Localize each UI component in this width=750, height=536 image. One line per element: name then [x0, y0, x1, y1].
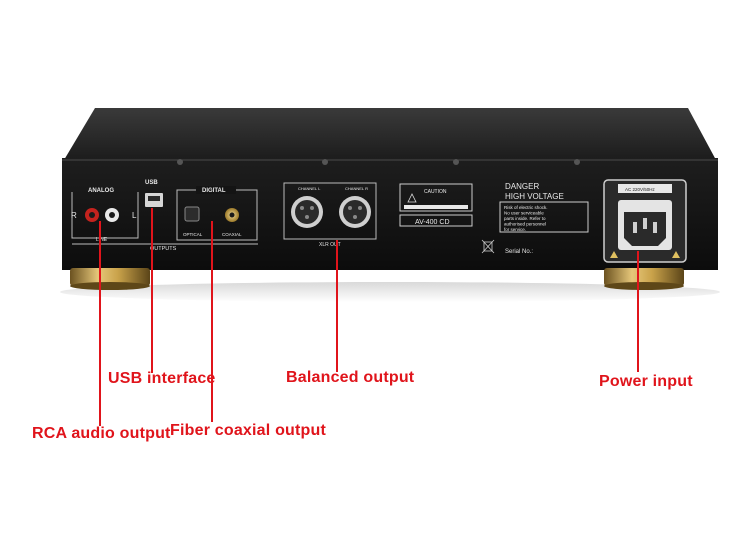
power-input-callout: Power input: [599, 373, 693, 390]
outputs-label: OUTPUTS: [150, 246, 177, 252]
caution-text: CAUTION: [424, 189, 447, 195]
line-label: LINE: [96, 237, 108, 243]
channel-r-label: CHANNEL R: [345, 186, 368, 191]
fiber-coaxial-output-callout: Fiber coaxial output: [170, 422, 327, 439]
power-inlet: AC 220V/50Hz: [603, 179, 687, 263]
warning-line: authorised personnel: [504, 222, 546, 227]
usb-port: USB: [145, 180, 163, 207]
channel-l-label: CHANNEL L: [298, 186, 321, 191]
optical-label: OPTICAL: [183, 232, 203, 237]
coaxial-label: COAXIAL: [222, 232, 242, 237]
power-rating: AC 220V/50Hz: [625, 187, 656, 192]
serial-label: Serial No.:: [505, 249, 533, 255]
digital-title: DIGITAL: [202, 188, 226, 194]
xlr-section: CHANNEL L CHANNEL R XLR OUT: [283, 182, 377, 248]
warning-line: No user serviceable: [504, 211, 544, 216]
weee-icon: [481, 239, 495, 254]
digital-section: DIGITAL OPTICAL COAXIAL: [176, 186, 258, 241]
right-foot: [604, 268, 684, 290]
screw: [574, 159, 580, 165]
xlr-out-label: XLR OUT: [319, 242, 341, 248]
model-label: AV-400 CD: [415, 219, 450, 226]
usb-interface-callout: USB interface: [108, 370, 216, 387]
screw: [177, 159, 183, 165]
usb-label: USB: [145, 180, 158, 186]
warning-line: for service.: [504, 227, 526, 232]
warning-line: parts inside. Refer to: [504, 216, 546, 221]
danger-warning: DANGER HIGH VOLTAGE Risk of electric sho…: [499, 182, 589, 233]
left-foot: [70, 268, 150, 290]
leader-lines: [99, 208, 639, 426]
optical-jack: [184, 206, 200, 222]
floor-shadow: [60, 282, 720, 302]
chassis-top: [64, 108, 716, 160]
caution-label: CAUTION AV-400 CD: [399, 183, 473, 227]
balanced-output-callout: Balanced output: [286, 369, 415, 386]
rca-audio-output-callout: RCA audio output: [32, 425, 171, 442]
screw: [322, 159, 328, 165]
screw: [453, 159, 459, 165]
danger-subtitle: HIGH VOLTAGE: [505, 192, 564, 201]
analog-title: ANALOG: [88, 188, 114, 194]
analog-right-mark: R: [71, 211, 77, 220]
analog-section: ANALOG R L LINE: [71, 188, 139, 243]
analog-left-mark: L: [132, 211, 137, 220]
danger-title: DANGER: [505, 182, 539, 191]
warning-line: Risk of electric shock.: [504, 205, 548, 210]
